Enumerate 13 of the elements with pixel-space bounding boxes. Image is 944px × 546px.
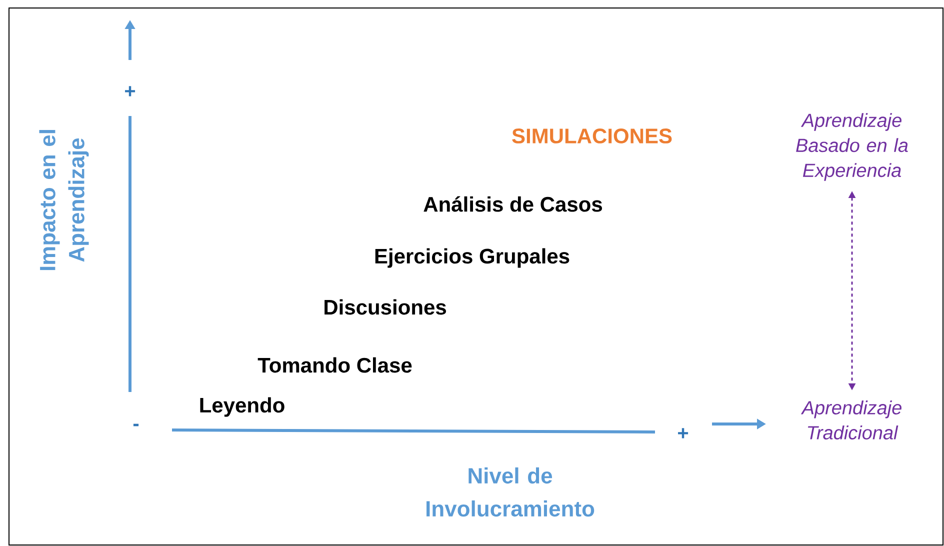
italic-label: Aprendizaje Tradicional: [800, 400, 902, 440]
axis-title: Impacto en el Aprendizaje: [39, 130, 89, 270]
activity-label: Ejercicios Grupales: [375, 248, 570, 268]
sign: -: [133, 424, 139, 426]
activity-label: Análisis de Casos: [424, 196, 602, 212]
italic-label: Aprendizaje Basado en la Experiencia: [796, 113, 908, 181]
activity-label: Leyendo: [200, 397, 284, 417]
axis-title: Nivel de Involucramiento: [426, 467, 594, 517]
activity-label: Discusiones: [324, 299, 446, 315]
sign: +: [125, 86, 136, 96]
sign: +: [678, 428, 688, 438]
activity-label: Tomando Clase: [258, 357, 412, 373]
heading-label: SIMULACIONES: [512, 128, 672, 144]
